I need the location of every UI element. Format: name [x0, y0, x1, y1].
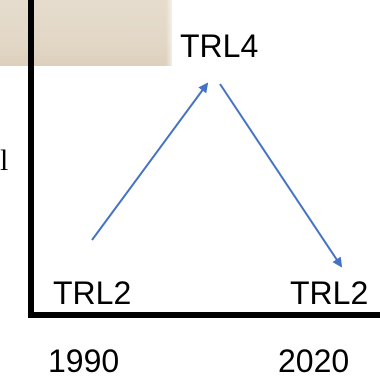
x-axis [28, 312, 380, 318]
rising-arrow [91, 82, 209, 241]
y-axis [28, 0, 34, 318]
trl-peak-label: TRL4 [180, 28, 259, 64]
year-start-label: 1990 [48, 343, 120, 379]
year-end-label: 2020 [278, 343, 350, 379]
cropped-text-fragment: l [0, 146, 9, 176]
trl-start-label: TRL2 [53, 275, 132, 311]
trl-end-label: TRL2 [290, 275, 369, 311]
falling-arrow [219, 83, 343, 268]
